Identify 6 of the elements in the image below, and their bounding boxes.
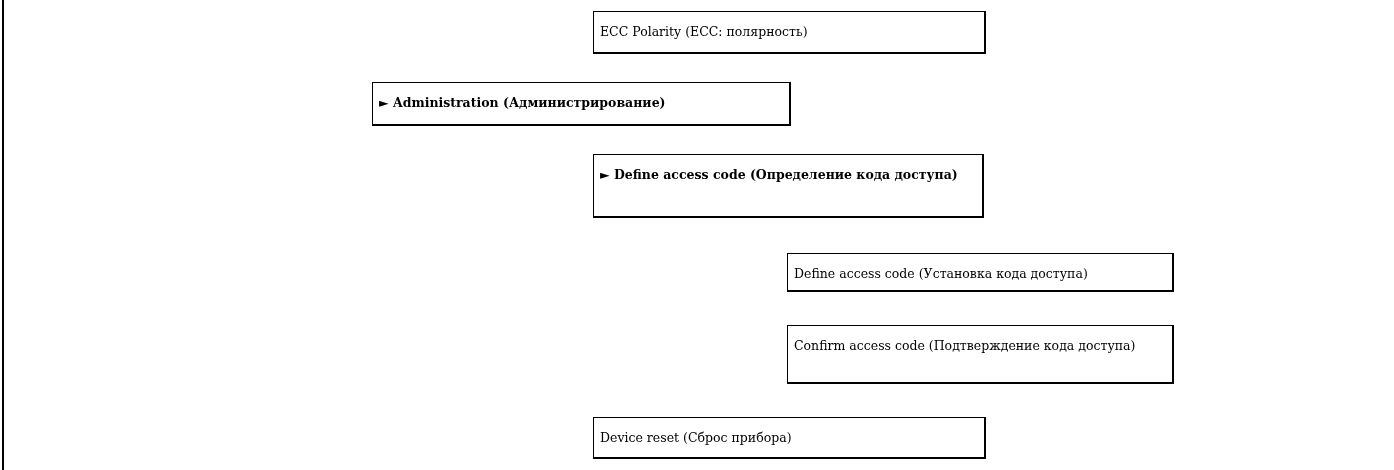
submenu-box: ► Define access code (Определение кода доступа) [593, 154, 984, 218]
parameter-box: Device reset (Сброс прибора) [593, 417, 986, 459]
submenu-box: ► Administration (Администрирование) [372, 82, 791, 126]
parameter-box: Define access code (Установка кода доступа) [787, 253, 1174, 292]
parameter-box: Confirm access code (Подтверждение кода доступа) [787, 325, 1174, 384]
parameter-box: ECC Polarity (ECC: полярность) [593, 11, 986, 54]
